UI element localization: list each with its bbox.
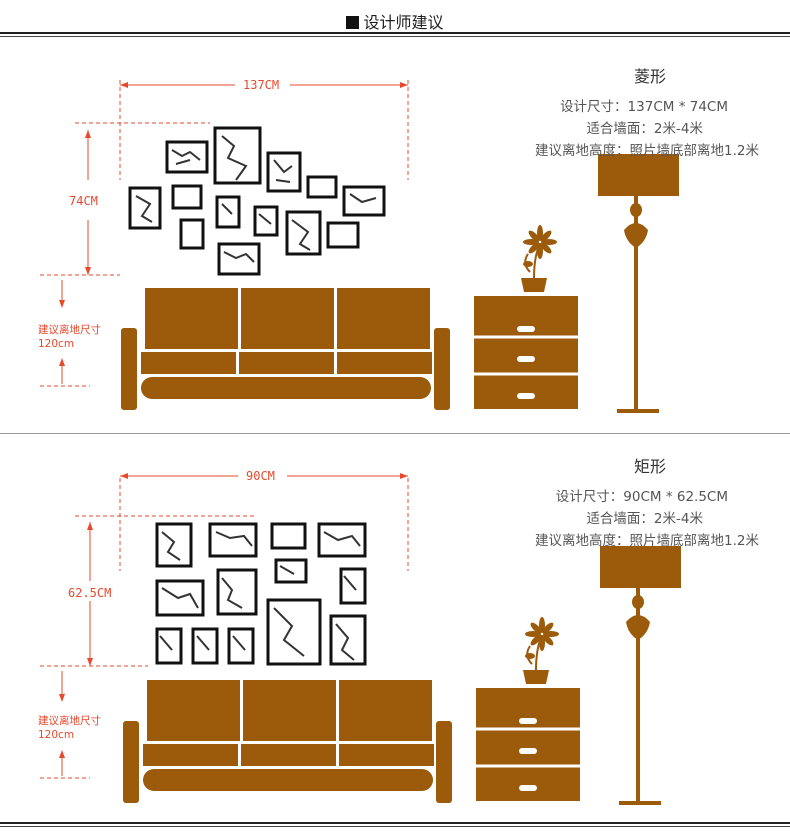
floor-height-label: 建议离地尺寸 120cm [38,323,101,351]
photo-frame [208,522,258,558]
height-dimension-label: 74CM [69,194,98,208]
photo-frames [128,126,386,276]
photo-frame [179,218,205,250]
photo-frame [270,522,307,550]
page-title: 设计师建议 [0,9,790,33]
header: 设计师建议 [0,0,790,34]
height-suggestion-text: 建议离地高度：照片墙底部离地1.2米 [535,143,759,159]
photo-frame [217,242,261,276]
panel-rectangle-illustration [40,473,681,805]
page-title-text: 设计师建议 [363,13,444,32]
design-size-text: 设计尺寸：137CM * 74CM [560,99,728,115]
floor-height-label: 建议离地尺寸 120cm [38,714,101,742]
photo-frame [215,195,241,229]
photo-frame [171,184,203,210]
panel-rectangle-info: 矩形 设计尺寸：90CM * 62.5CM 适合墙面：2米-4米 建议离地高度：… [468,456,759,552]
footer-divider-thin [0,826,790,827]
height-suggestion-text: 建议离地高度：照片墙底部离地1.2米 [535,533,759,549]
height-dimension-label: 62.5CM [68,586,112,600]
footer-divider [0,822,790,824]
panel-diamond-info: 菱形 设计尺寸：137CM * 74CM 适合墙面：2米-4米 建议离地高度：照… [468,66,759,162]
photo-frame [165,140,209,174]
photo-frame [317,522,367,558]
floor-lamp-icon [598,154,679,413]
floor-height-label-text: 建议离地尺寸 [38,715,101,727]
photo-frame [285,210,322,256]
square-bullet-icon [346,16,360,29]
width-dimension-label: 137CM [243,78,280,92]
flower-icon [523,617,559,684]
design-size-text: 设计尺寸：90CM * 62.5CM [555,489,728,505]
photo-frame [274,558,308,584]
shape-name: 矩形 [633,457,666,476]
width-dimension-label: 90CM [246,469,275,483]
photo-frame [213,126,262,185]
nightstand-icon [476,688,580,801]
floor-height-label-text: 建议离地尺寸 [38,324,101,336]
panel-rectangle: 90CM 62.5CM 建议离地尺寸 120cm 矩形 设计尺寸：90CM * … [0,436,790,826]
sofa-icon [123,680,452,803]
wall-size-text: 适合墙面：2米-4米 [586,121,703,137]
floor-height-label-value: 120cm [38,729,75,741]
shape-name: 菱形 [633,67,666,86]
photo-frame [306,175,338,199]
header-divider [0,32,790,34]
sofa-icon [121,288,450,410]
photo-frames [155,522,367,666]
photo-frame [216,568,258,616]
floor-lamp-icon [600,546,681,805]
wall-size-text: 适合墙面：2米-4米 [586,511,703,527]
nightstand-icon [474,296,578,409]
photo-frame [128,186,162,230]
photo-frame [155,522,193,568]
panel-diamond-illustration [40,80,679,413]
flower-icon [521,225,557,292]
floor-height-label-value: 120cm [38,338,75,350]
photo-frame [326,221,360,249]
header-divider-thin [0,36,790,37]
panel-diamond: 137CM 74CM 建议离地尺寸 120cm 菱形 设计尺寸：137CM * … [0,40,790,430]
panel-divider [0,433,790,434]
